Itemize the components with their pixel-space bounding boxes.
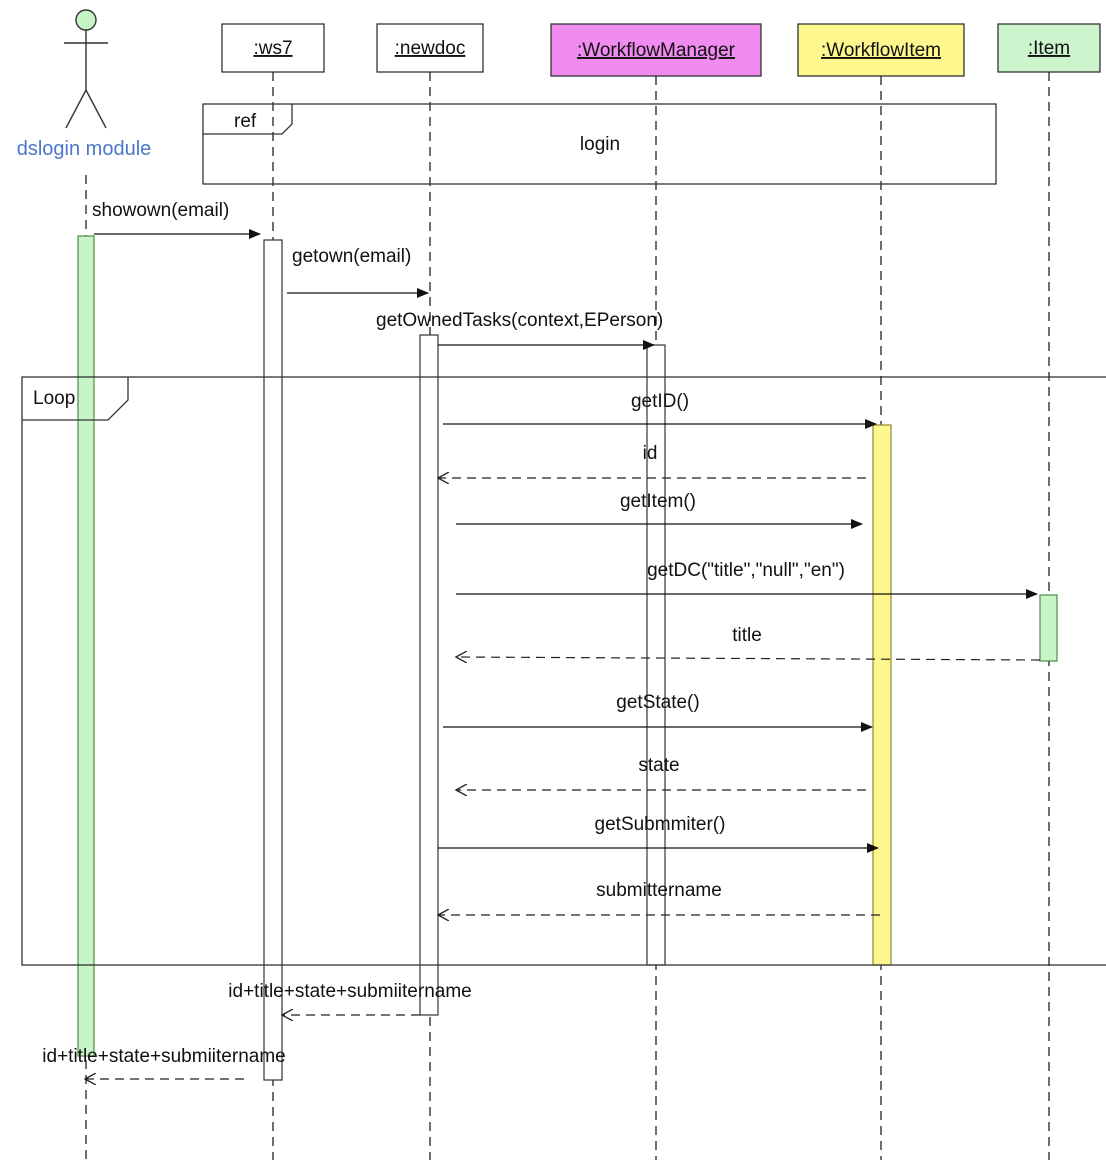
stick-figure-actor-icon [64, 9, 108, 129]
message-label: title [732, 625, 762, 646]
message-get-id: getID() [443, 391, 877, 429]
message-return-to-actor: id+title+state+submiitername [42, 1046, 286, 1079]
loop-frame-tab [22, 377, 129, 421]
object-box [797, 23, 965, 77]
message-return-state: state [456, 755, 866, 790]
object-label: :WorkflowItem [821, 40, 941, 61]
ref-frame-border [202, 103, 997, 185]
messages: showown(email) getown(email) getOwnedTas… [42, 200, 1041, 1079]
message-return-title: title [456, 625, 1041, 660]
message-getown: getown(email) [287, 246, 429, 298]
message-label: getDC("title","null","en") [647, 560, 845, 581]
message-showown: showown(email) [92, 200, 261, 239]
message-label: getSubmmiter() [595, 814, 726, 835]
object-ws7: :ws7 [221, 23, 325, 73]
message-label: getState() [616, 692, 699, 713]
ref-frame-tab [203, 104, 293, 135]
activation-workflow-item [872, 424, 892, 966]
message-label: getID() [631, 391, 689, 412]
ref-frame-tag: ref [234, 111, 257, 132]
actor-dslogin-module: dslogin module [17, 9, 152, 160]
ref-frame-label: login [580, 134, 620, 155]
activations [77, 235, 1058, 1081]
loop-frame-border [21, 376, 1106, 966]
object-workflow-item: :WorkflowItem [797, 23, 965, 77]
object-label: :WorkflowManager [577, 40, 736, 61]
ref-frame-login: ref login [202, 103, 997, 185]
message-label: getown(email) [292, 246, 411, 267]
activation-ws7 [263, 239, 283, 1081]
activation-workflow-manager [646, 344, 666, 966]
object-box [997, 23, 1101, 73]
object-label: :ws7 [253, 38, 292, 59]
message-label: getItem() [620, 491, 696, 512]
message-label: state [638, 755, 679, 776]
message-get-dc: getDC("title","null","en") [456, 560, 1038, 599]
activation-actor [77, 235, 95, 1057]
object-label: :Item [1028, 38, 1070, 59]
object-box [550, 23, 762, 77]
object-item: :Item [997, 23, 1101, 73]
message-return-to-ws7: id+title+state+submiitername [228, 981, 472, 1015]
message-label: id+title+state+submiitername [42, 1046, 285, 1067]
message-label: id+title+state+submiitername [228, 981, 471, 1002]
message-label: id [643, 443, 658, 464]
object-box [376, 23, 484, 73]
object-newdoc: :newdoc [376, 23, 484, 73]
message-get-item: getItem() [456, 491, 863, 529]
message-get-submitter: getSubmmiter() [438, 814, 879, 853]
message-get-state: getState() [443, 692, 873, 732]
message-label: submittername [596, 880, 722, 901]
message-return-submittername: submittername [438, 880, 880, 915]
loop-frame-tag: Loop [33, 388, 75, 409]
activation-newdoc [419, 334, 439, 1016]
message-return-id: id [438, 443, 866, 478]
message-label: showown(email) [92, 200, 229, 221]
actor-label: dslogin module [17, 138, 152, 160]
message-arrow [456, 657, 1041, 660]
message-label: getOwnedTasks(context,EPerson) [376, 310, 663, 331]
object-box [221, 23, 325, 73]
message-get-owned-tasks: getOwnedTasks(context,EPerson) [376, 310, 663, 350]
loop-frame: Loop [21, 376, 1106, 966]
object-label: :newdoc [395, 38, 466, 59]
object-workflow-manager: :WorkflowManager [550, 23, 762, 77]
activation-item [1039, 594, 1058, 662]
